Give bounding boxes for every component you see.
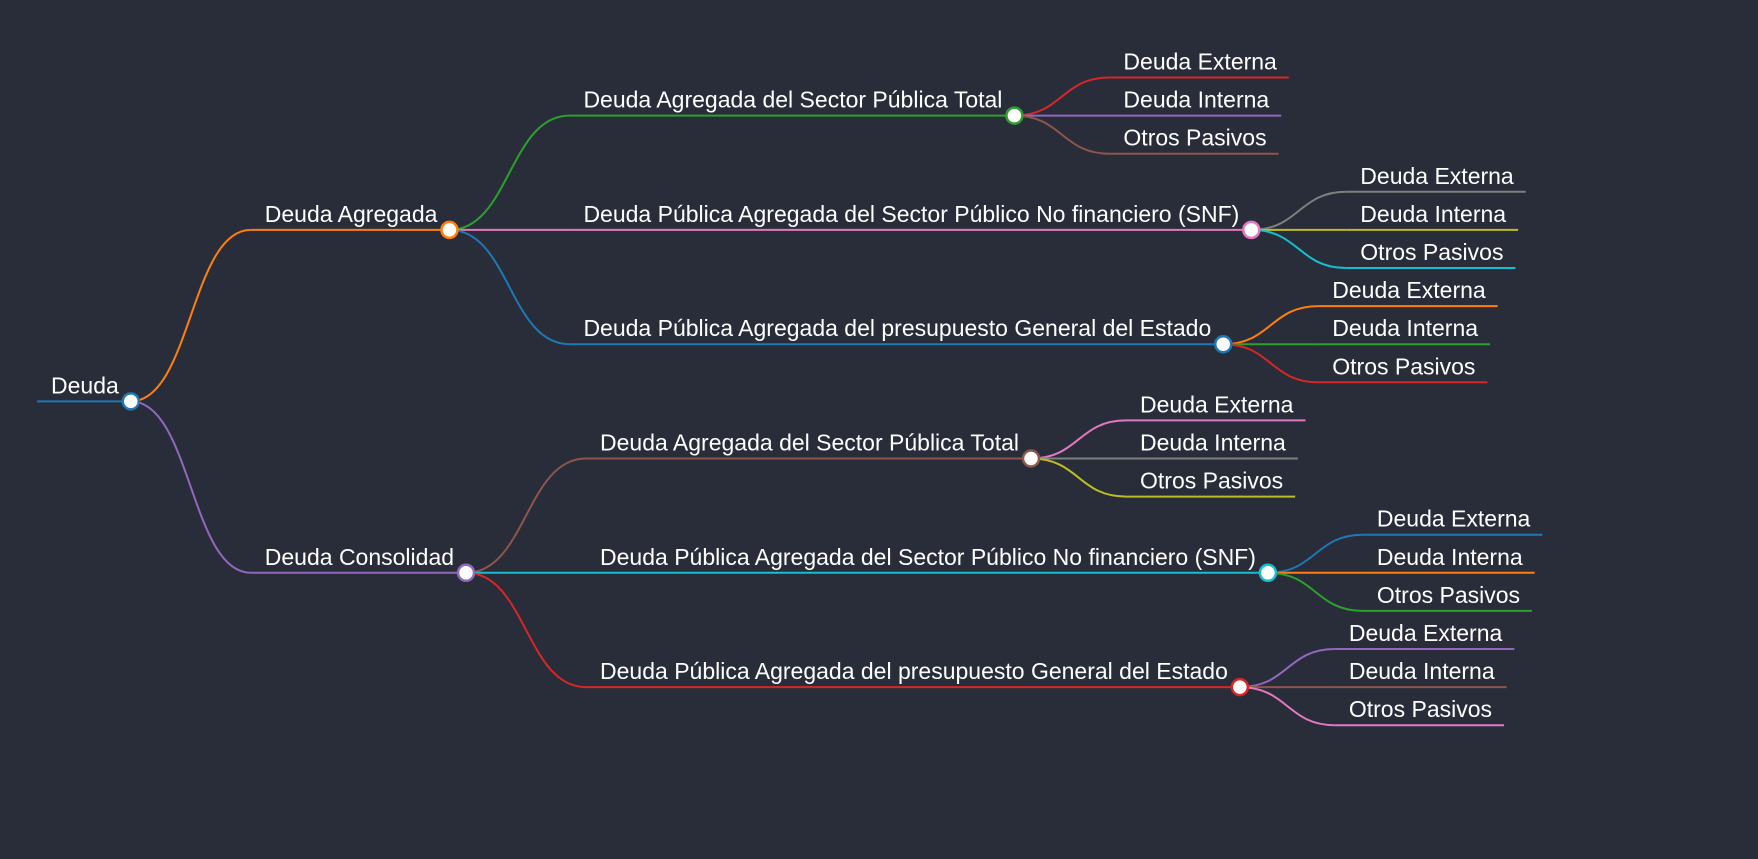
node-label-mindmap-root-children-1-children-2-children-1[interactable]: Deuda Interna (1349, 658, 1495, 684)
node-dot-mindmap-root-children-1-children-2[interactable] (1230, 677, 1250, 697)
node-label-mindmap-root-children-1-children-1[interactable]: Deuda Pública Agregada del Sector Públic… (600, 544, 1256, 570)
node-label-mindmap-root-children-0-children-1-children-0[interactable]: Deuda Externa (1360, 163, 1514, 189)
connector-mindmap-root-children-1-children-0-children-0 (1031, 419, 1127, 460)
connector-mindmap-root-children-1-children-2-children-2 (1239, 686, 1335, 727)
node-label-mindmap-root[interactable]: Deuda (51, 372, 119, 398)
connector-mindmap-root-children-1-children-0-children-2 (1031, 457, 1127, 498)
connector-mindmap-root-children-0-children-2-children-2 (1223, 343, 1319, 384)
node-label-mindmap-root-children-0-children-2[interactable]: Deuda Pública Agregada del presupuesto G… (583, 315, 1211, 341)
node-dot-mindmap-root-children-1[interactable] (456, 563, 476, 583)
node-label-mindmap-root-children-1-children-1-children-2[interactable]: Otros Pasivos (1377, 582, 1520, 608)
connector-mindmap-root-children-0-children-0-children-0 (1014, 76, 1110, 117)
node-dot-mindmap-root-children-0-children-0[interactable] (1005, 106, 1024, 125)
node-label-mindmap-root-children-1-children-1-children-0[interactable]: Deuda Externa (1377, 506, 1531, 532)
connector-mindmap-root-children-1-children-0 (466, 457, 587, 574)
node-label-mindmap-root-children-1-children-0[interactable]: Deuda Agregada del Sector Pública Total (600, 430, 1019, 456)
node-dot-mindmap-root[interactable] (121, 392, 141, 411)
node-label-mindmap-root-children-0-children-0[interactable]: Deuda Agregada del Sector Pública Total (583, 87, 1002, 113)
connector-mindmap-root-children-1-children-1-children-2 (1267, 571, 1363, 612)
connector-mindmap-root-children-0-children-1-children-0 (1251, 190, 1347, 231)
node-label-mindmap-root-children-0-children-1-children-1[interactable]: Deuda Interna (1360, 201, 1506, 227)
node-label-mindmap-root-children-1[interactable]: Deuda Consolidad (265, 544, 454, 570)
node-label-mindmap-root-children-0-children-1[interactable]: Deuda Pública Agregada del Sector Públic… (583, 201, 1239, 227)
node-label-mindmap-root-children-1-children-2[interactable]: Deuda Pública Agregada del presupuesto G… (600, 658, 1228, 684)
node-label-mindmap-root-children-1-children-2-children-0[interactable]: Deuda Externa (1349, 620, 1503, 646)
node-dot-mindmap-root-children-1-children-1[interactable] (1258, 563, 1278, 583)
connector-mindmap-root-children-0-children-0 (449, 114, 570, 231)
node-label-mindmap-root-children-0-children-2-children-0[interactable]: Deuda Externa (1332, 277, 1486, 303)
node-label-mindmap-root-children-0-children-2-children-1[interactable]: Deuda Interna (1332, 315, 1478, 341)
connector-mindmap-root-children-1-children-2-children-0 (1239, 648, 1335, 689)
connector-mindmap-root-children-0-children-1-children-2 (1251, 228, 1347, 269)
node-label-mindmap-root-children-1-children-0-children-0[interactable]: Deuda Externa (1140, 391, 1294, 417)
node-label-mindmap-root-children-0-children-0-children-1[interactable]: Deuda Interna (1123, 87, 1269, 113)
node-label-mindmap-root-children-0-children-0-children-2[interactable]: Otros Pasivos (1123, 125, 1266, 151)
node-dot-mindmap-root-children-1-children-0[interactable] (1021, 449, 1041, 468)
node-label-mindmap-root-children-0[interactable]: Deuda Agregada (265, 201, 438, 227)
node-label-mindmap-root-children-0-children-1-children-2[interactable]: Otros Pasivos (1360, 239, 1503, 265)
node-dot-mindmap-root-children-0-children-1[interactable] (1242, 220, 1261, 240)
connector-mindmap-root-children-1 (130, 400, 251, 574)
node-dot-mindmap-root-children-0-children-2[interactable] (1214, 334, 1233, 354)
connector-mindmap-root-children-0 (130, 228, 251, 403)
node-label-mindmap-root-children-1-children-1-children-1[interactable]: Deuda Interna (1377, 544, 1523, 570)
node-label-mindmap-root-children-0-children-0-children-0[interactable]: Deuda Externa (1123, 49, 1277, 75)
connector-mindmap-root-children-0-children-0-children-2 (1014, 114, 1110, 155)
node-dot-mindmap-root-children-0[interactable] (440, 220, 459, 240)
node-label-mindmap-root-children-1-children-0-children-2[interactable]: Otros Pasivos (1140, 468, 1283, 494)
node-label-mindmap-root-children-0-children-2-children-2[interactable]: Otros Pasivos (1332, 353, 1475, 379)
connector-mindmap-root-children-1-children-2 (466, 571, 587, 689)
connector-mindmap-root-children-0-children-2 (449, 228, 570, 346)
mindmap-links (37, 76, 1543, 727)
connector-mindmap-root-children-1-children-1-children-0 (1267, 533, 1363, 574)
node-label-mindmap-root-children-1-children-2-children-2[interactable]: Otros Pasivos (1349, 696, 1492, 722)
connector-mindmap-root-children-0-children-2-children-0 (1223, 305, 1319, 346)
node-label-mindmap-root-children-1-children-0-children-1[interactable]: Deuda Interna (1140, 430, 1286, 456)
